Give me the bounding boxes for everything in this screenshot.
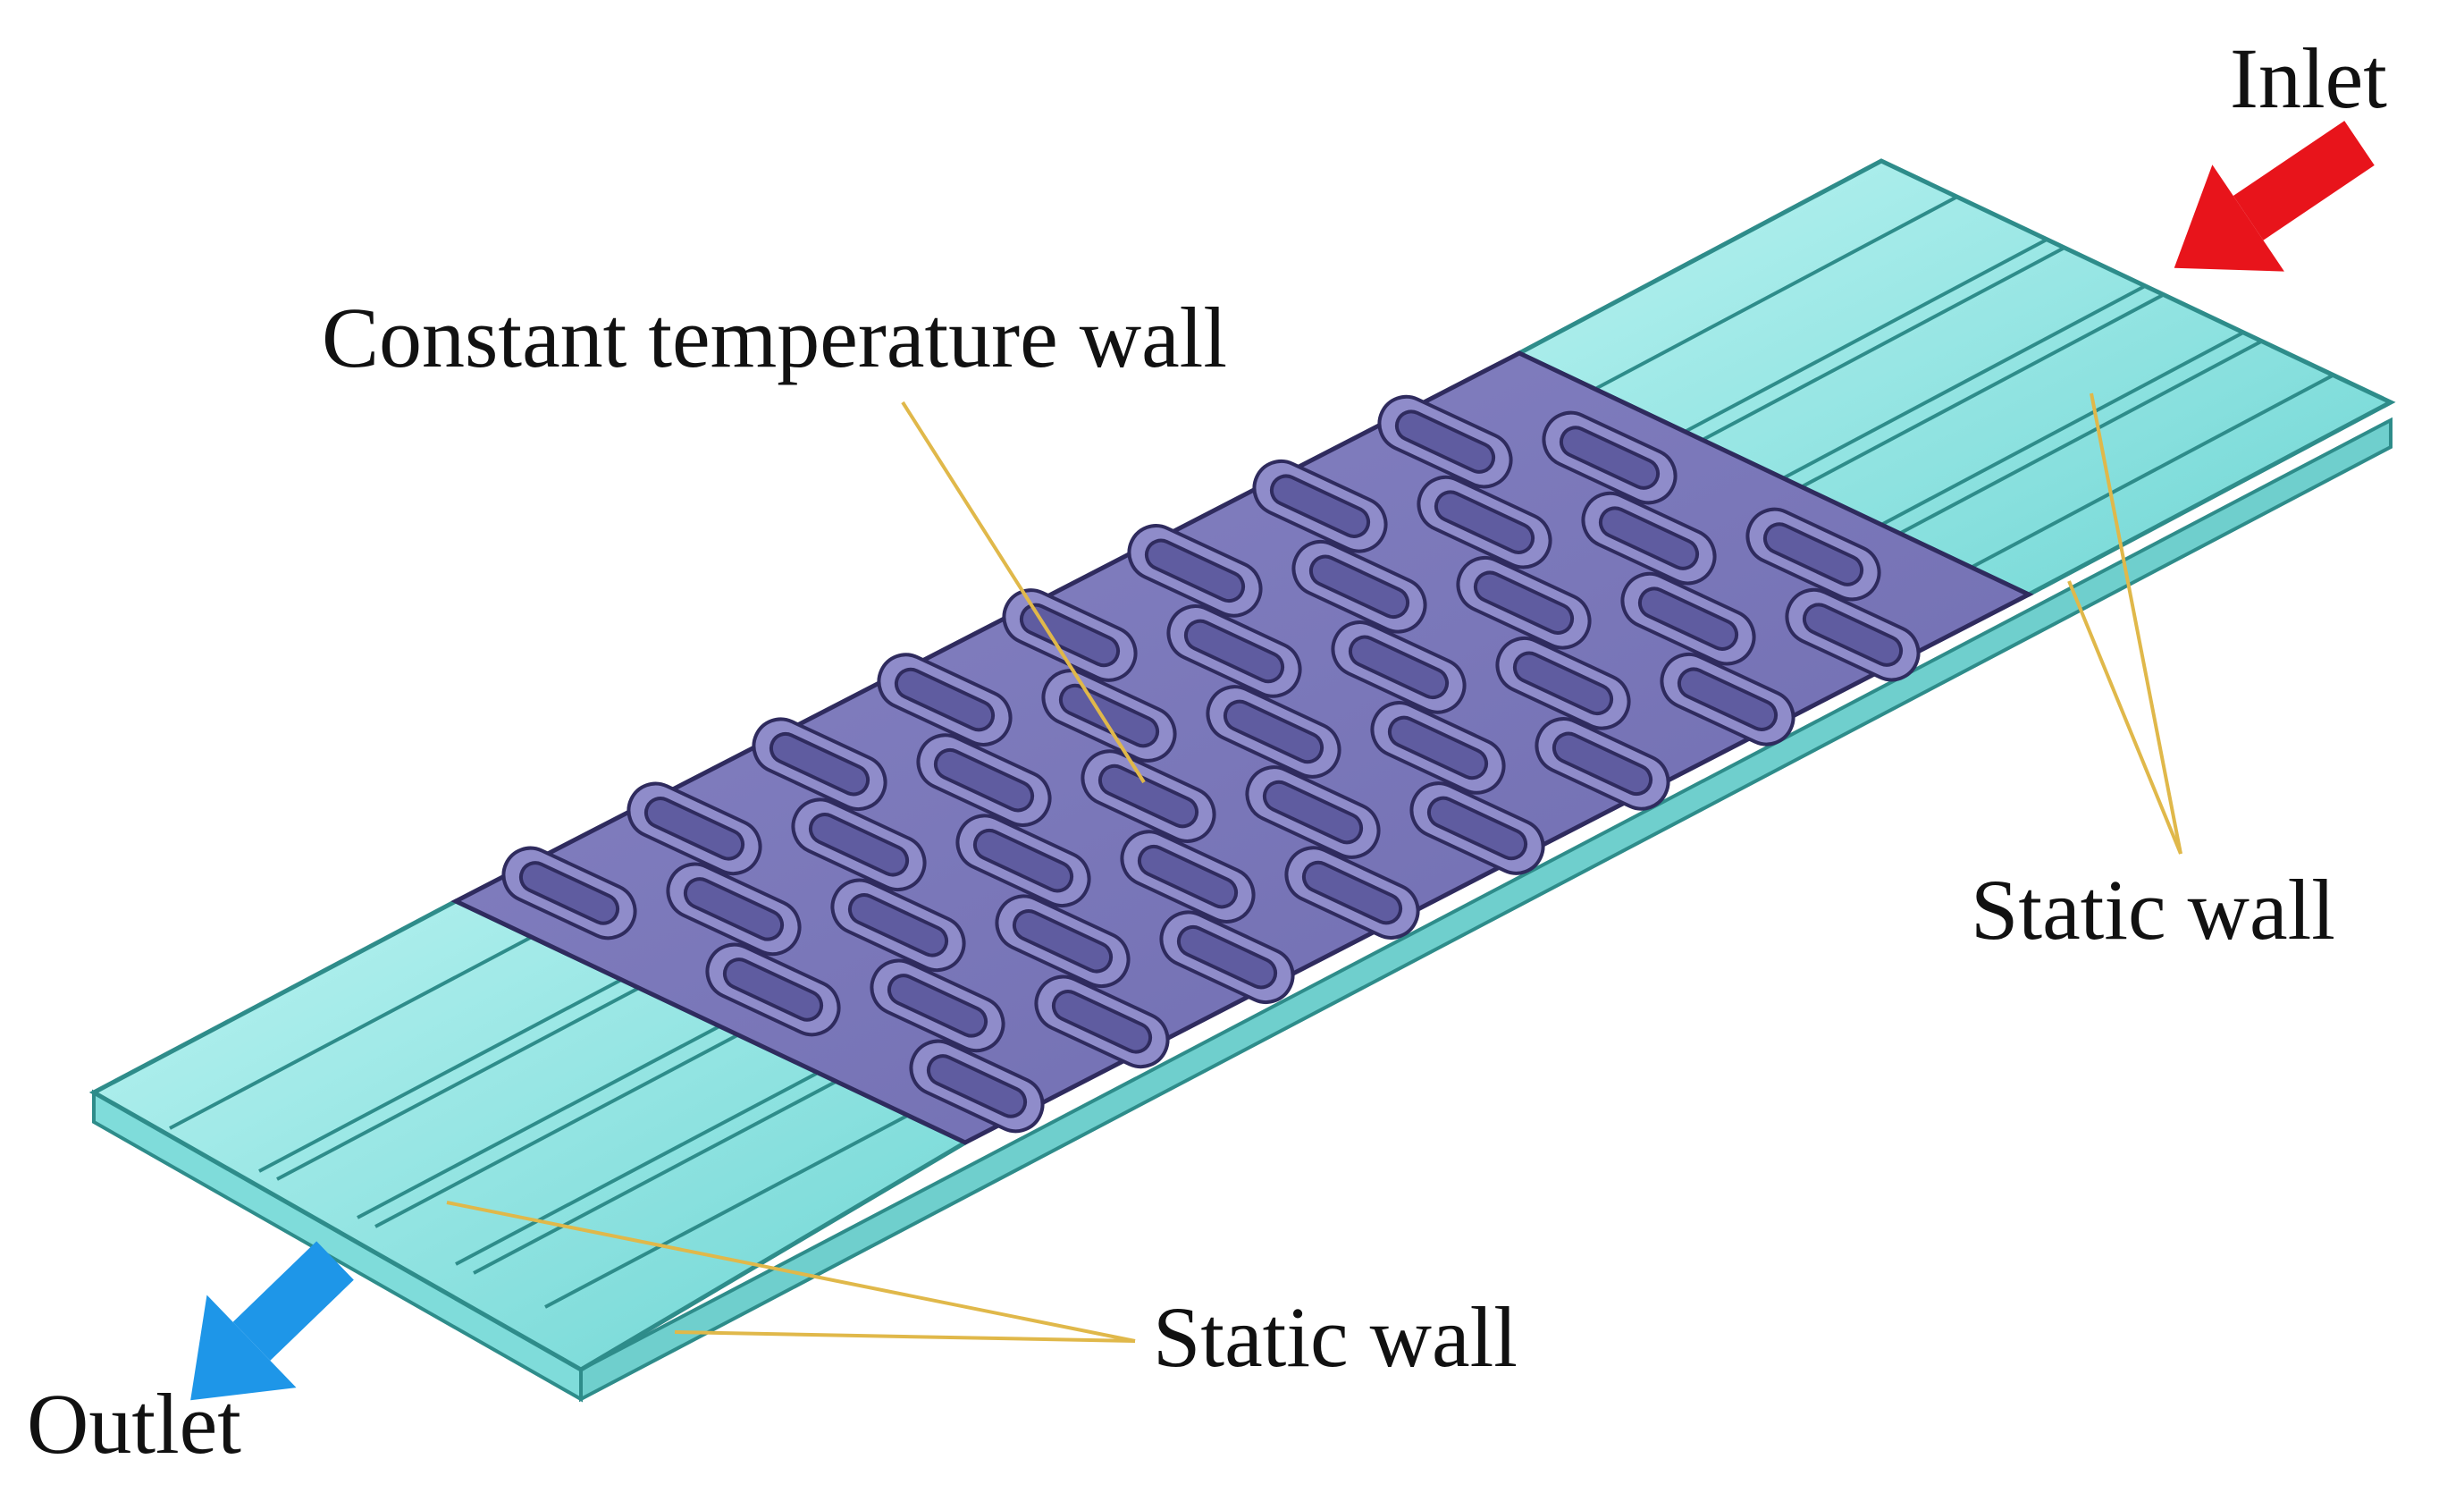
- dimple: [1542, 410, 1678, 505]
- dimple: [877, 653, 1013, 746]
- dimple: [1252, 459, 1388, 553]
- dimple: [1041, 669, 1177, 763]
- leader-ctw: [901, 401, 1146, 784]
- dimple: [1535, 717, 1670, 811]
- dimple: [955, 814, 1091, 907]
- dimple: [830, 878, 966, 973]
- dimple: [995, 894, 1131, 989]
- dimple: [909, 1039, 1045, 1134]
- leader-static-right-1: [2090, 392, 2182, 855]
- dimple: [1785, 587, 1921, 682]
- dimple: [1370, 701, 1506, 795]
- static-wall-right-label: Static wall: [1971, 862, 2335, 957]
- leader-static-right-2: [2067, 580, 2182, 855]
- static-wall-bottom-label: Static wall: [1153, 1289, 1518, 1385]
- dimple: [1127, 524, 1263, 618]
- dimple: [1206, 685, 1341, 779]
- dimple: [501, 846, 637, 941]
- dimple: [1456, 555, 1592, 650]
- inlet-grooves: [1594, 195, 2334, 569]
- dimple: [1291, 540, 1427, 634]
- dimple: [791, 797, 927, 892]
- dimple: [1409, 781, 1545, 875]
- dimple: [1581, 491, 1717, 586]
- dimple: [1120, 830, 1256, 924]
- outlet-grooves: [169, 935, 908, 1309]
- inlet-label: Inlet: [2230, 30, 2387, 126]
- dimple: [1417, 475, 1552, 569]
- leader-static-bottom-1: [446, 1201, 1136, 1343]
- dimple: [1495, 637, 1631, 730]
- leader-lines: [446, 392, 2182, 1343]
- dimple: [627, 781, 762, 876]
- dimple: [666, 862, 802, 957]
- outlet-label: Outlet: [27, 1376, 241, 1472]
- dimple: [1284, 846, 1420, 940]
- constant-temperature-wall-label: Constant temperature wall: [322, 290, 1228, 385]
- dimple: [916, 733, 1052, 827]
- dimple: [1166, 604, 1302, 698]
- dimple: [1377, 394, 1513, 489]
- dimple: [1034, 974, 1170, 1069]
- dimple: [705, 942, 841, 1037]
- dimple: [1159, 910, 1295, 1004]
- dimple: [752, 717, 887, 811]
- dimple: [1660, 652, 1795, 746]
- inlet-arrow-icon: [2174, 121, 2375, 272]
- leader-static-bottom-2: [674, 1330, 1136, 1343]
- dimple: [1745, 507, 1881, 602]
- dimple: [1245, 765, 1381, 859]
- dimple-array: [501, 394, 1921, 1134]
- outlet-arrow-icon: [190, 1241, 354, 1401]
- dimple: [1620, 571, 1756, 666]
- dimple: [870, 958, 1005, 1053]
- dimple: [1081, 749, 1216, 843]
- dimple: [1331, 620, 1467, 714]
